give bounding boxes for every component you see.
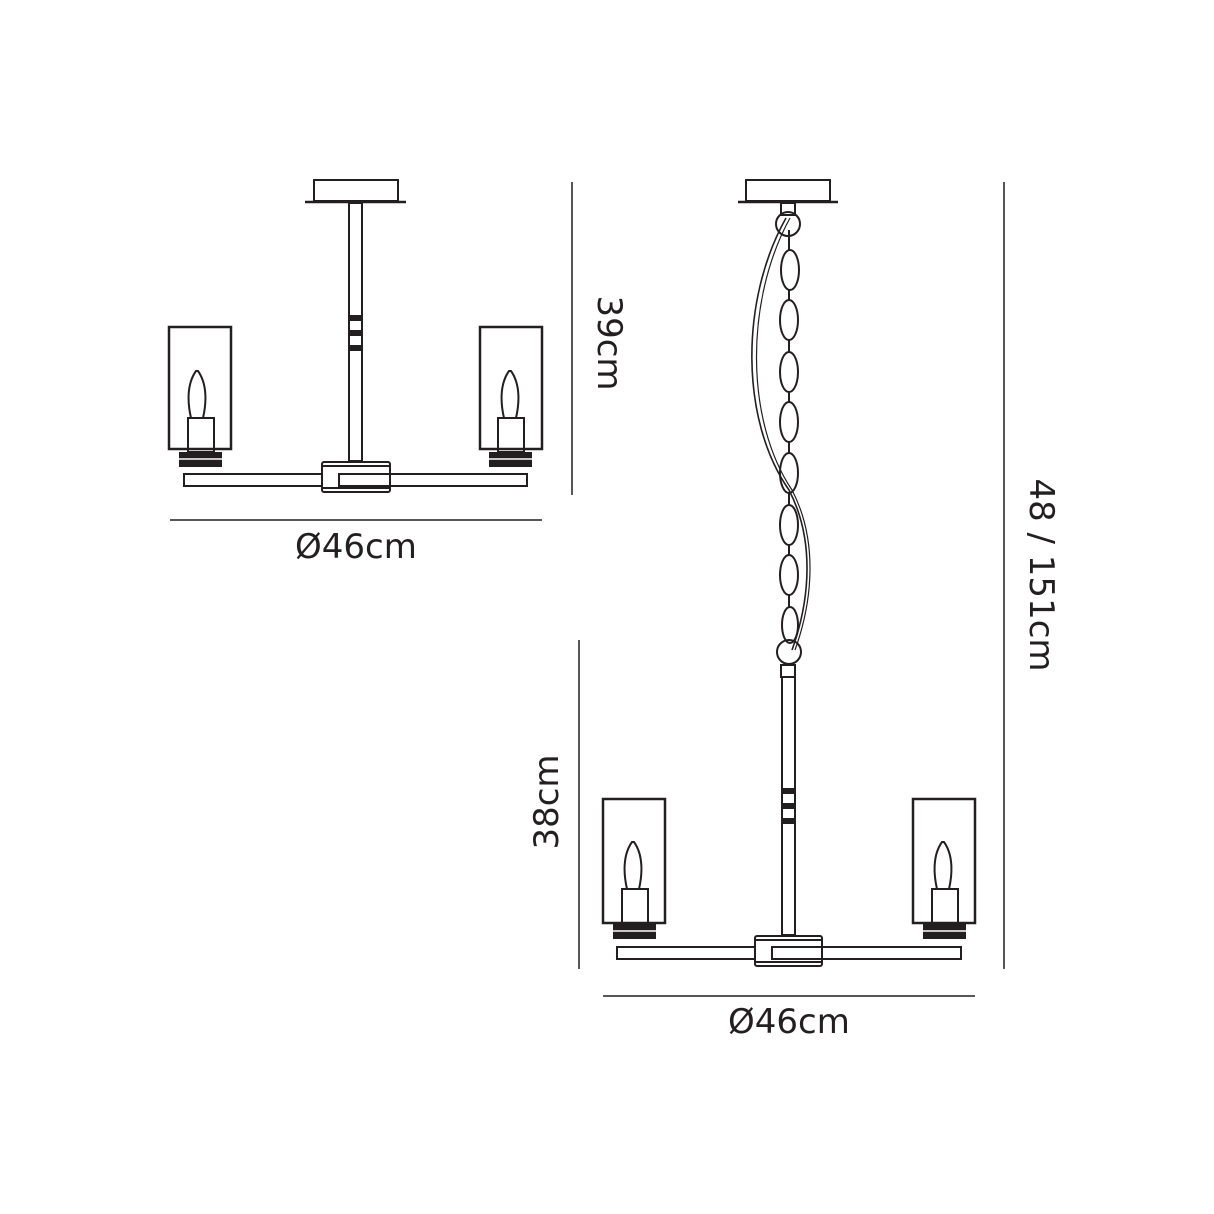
height-label-left: 39cm [589,295,629,391]
width-label-right: Ø46cm [728,1002,850,1042]
pendant-fixture [601,179,977,967]
semi-flush-fixture [167,179,544,493]
body-height-label: 38cm [527,754,567,850]
overall-height-label: 48 / 151cm [1021,478,1061,672]
width-label-left: Ø46cm [295,527,417,567]
